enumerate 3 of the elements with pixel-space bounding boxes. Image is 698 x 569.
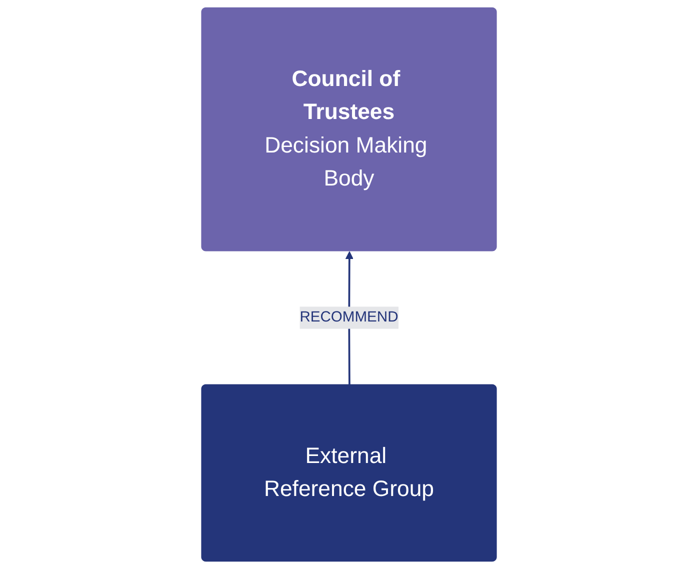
edge-label: RECOMMEND — [300, 309, 398, 326]
node-box: Council of Trustees Decision Making Body — [201, 7, 497, 252]
node-box: External Reference Group — [201, 384, 497, 562]
